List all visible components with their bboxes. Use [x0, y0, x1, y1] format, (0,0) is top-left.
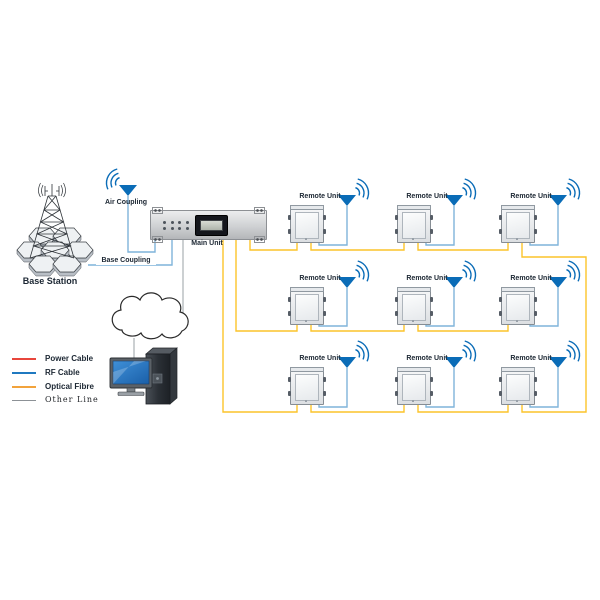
cabinet-door [295, 212, 319, 239]
cabinet-door [295, 294, 319, 321]
main-unit-chassis [150, 207, 267, 243]
cabinet-door [402, 212, 426, 239]
remote-unit-cabinet [499, 287, 537, 325]
rack-ear [254, 207, 265, 214]
optical-fibre-cables [222, 238, 587, 413]
rack-ear [152, 236, 163, 243]
rf-cables [88, 196, 559, 408]
cabinet-door [506, 374, 530, 401]
remote-unit-label: Remote Unit [299, 193, 341, 200]
remote-unit-label: Remote Unit [406, 355, 448, 362]
cabinet-door [506, 294, 530, 321]
remote-unit-label: Remote Unit [510, 193, 552, 200]
rf-cable-swatch [12, 372, 36, 374]
base-station-label: Base Station [22, 276, 78, 286]
remote-unit-label: Remote Unit [299, 355, 341, 362]
remote-unit: Remote Unit [499, 275, 565, 325]
legend-label: RF Cable [45, 368, 80, 377]
remote-unit-cabinet [499, 367, 537, 405]
remote-unit: Remote Unit [395, 275, 461, 325]
remote-unit: Remote Unit [395, 193, 461, 243]
legend-label: Power Cable [45, 354, 94, 363]
cabinet-door [506, 212, 530, 239]
remote-unit-cabinet [499, 205, 537, 243]
rack-ear [152, 207, 163, 214]
rack-ear [254, 236, 265, 243]
main-unit-screen [200, 220, 223, 231]
remote-unit-cabinet [395, 367, 433, 405]
remote-unit-cabinet [395, 287, 433, 325]
remote-unit-cabinet [288, 287, 326, 325]
base-coupling-label: Base Coupling [96, 257, 156, 265]
remote-unit: Remote Unit [499, 355, 565, 405]
remote-unit-label: Remote Unit [406, 275, 448, 282]
remote-unit-cabinet [288, 205, 326, 243]
base-station-tower-icon [29, 182, 75, 259]
antenna-icon [102, 164, 140, 202]
remote-unit-label: Remote Unit [510, 275, 552, 282]
led-indicators [161, 219, 191, 231]
cabinet-door [402, 374, 426, 401]
remote-unit: Remote Unit [499, 193, 565, 243]
main-unit-label: Main Unit [191, 240, 223, 247]
remote-unit-cabinet [395, 205, 433, 243]
remote-unit: Remote Unit [288, 275, 354, 325]
remote-unit: Remote Unit [288, 355, 354, 405]
air-coupling-label: Air Coupling [105, 199, 147, 206]
optical-fibre-swatch [12, 386, 36, 388]
cloud-icon [111, 292, 189, 340]
other-line-swatch [12, 400, 36, 401]
legend-label: Optical Fibre [45, 382, 94, 391]
legend-label: Other Line [45, 395, 99, 404]
remote-unit-label: Remote Unit [510, 355, 552, 362]
power-cable-swatch [12, 358, 36, 360]
remote-unit-label: Remote Unit [299, 275, 341, 282]
remote-unit: Remote Unit [395, 355, 461, 405]
remote-unit-cabinet [288, 367, 326, 405]
cabinet-door [295, 374, 319, 401]
cabinet-door [402, 294, 426, 321]
computer-icon [109, 347, 178, 405]
remote-unit: Remote Unit [288, 193, 354, 243]
remote-unit-label: Remote Unit [406, 193, 448, 200]
main-unit-display [195, 215, 228, 236]
